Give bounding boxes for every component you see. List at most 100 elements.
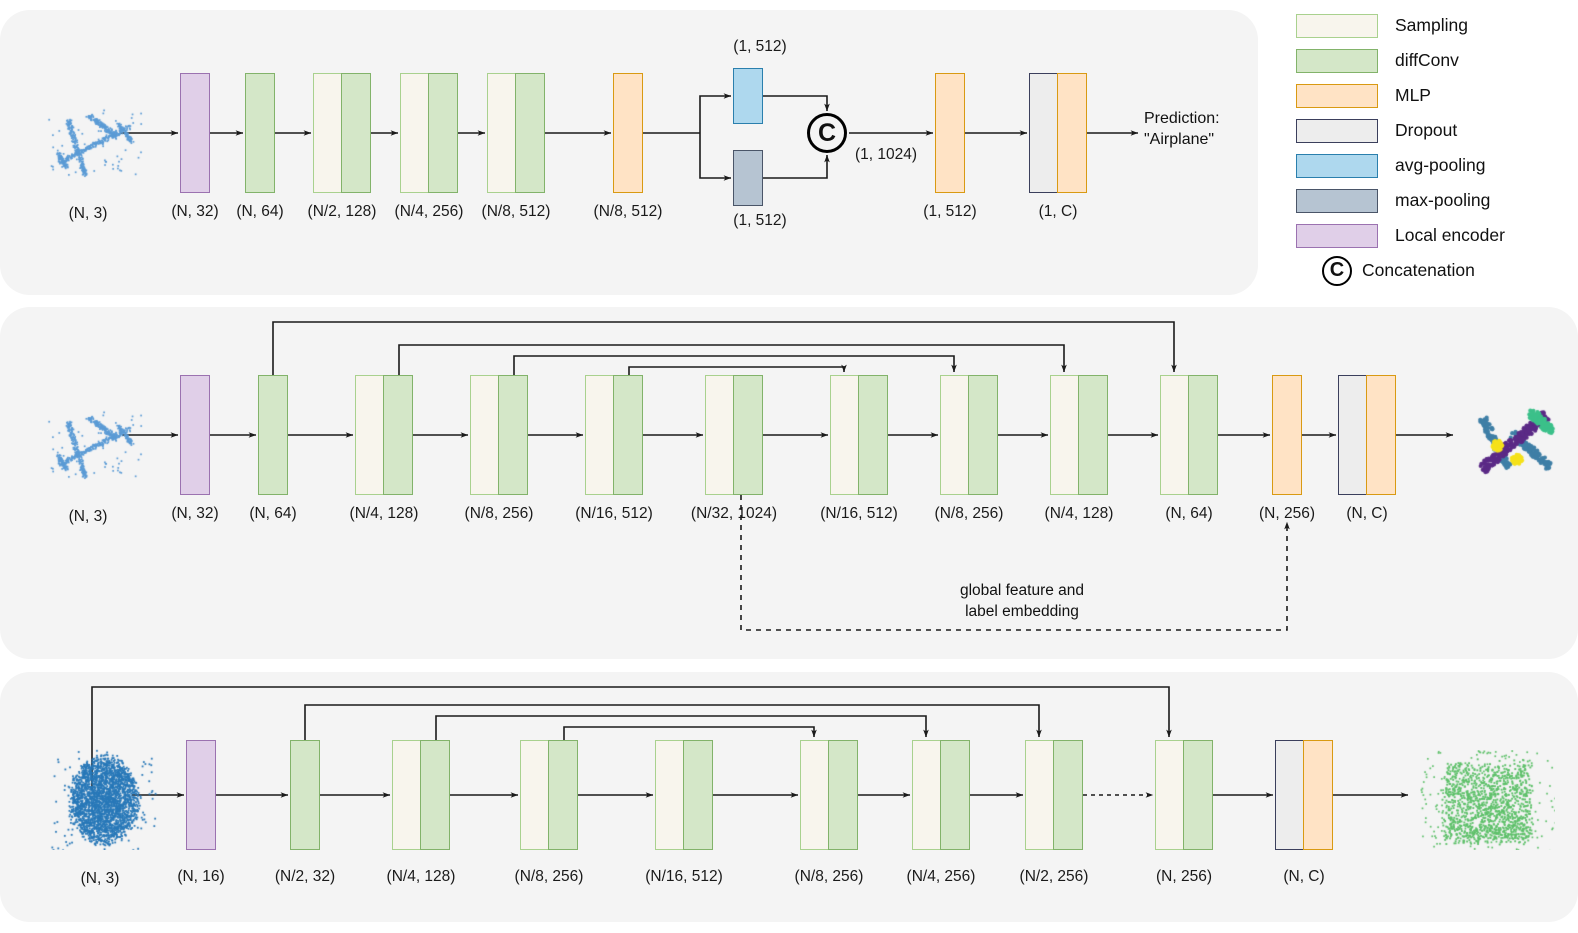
legend: Sampling diffConv MLP Dropout avg-poolin… — [1296, 8, 1576, 288]
legend-label-max-pooling: max-pooling — [1395, 190, 1491, 210]
legend-item-concatenation: C Concatenation — [1296, 253, 1576, 288]
row3-block-label-2: (N/4, 128) — [386, 868, 456, 885]
block-segment-diffconv — [1183, 740, 1214, 850]
block-segment-diffconv — [733, 375, 764, 495]
row1-block-label-0: (N, 32) — [171, 203, 219, 220]
row3-block-label-9: (N, C) — [1283, 868, 1325, 885]
output-segmented-airplane — [1460, 390, 1570, 495]
row2-block-label-1: (N, 64) — [249, 505, 297, 522]
row3-block-6 — [912, 740, 971, 850]
row1-block-label-5: (N/8, 512) — [593, 203, 663, 220]
row3-block-label-3: (N/8, 256) — [514, 868, 584, 885]
row1-block-label-4: (N/8, 512) — [481, 203, 551, 220]
block-segment-diffconv — [498, 375, 529, 495]
row1-block-label-1: (N, 64) — [236, 203, 284, 220]
row2-block-9 — [1160, 375, 1219, 495]
block-segment-diffconv — [683, 740, 714, 850]
row2-block-label-9: (N, 64) — [1165, 505, 1213, 522]
legend-swatch-dropout — [1296, 118, 1378, 143]
prediction-text: Prediction: "Airplane" — [1144, 108, 1220, 150]
row1-avg-pooling-block — [733, 68, 763, 124]
row3-input-label: (N, 3) — [80, 870, 120, 887]
block-segment-diffconv — [515, 73, 546, 193]
row1-max-pooling-block — [733, 150, 763, 206]
block-segment-sampling — [705, 375, 735, 495]
block-segment-dropout — [1338, 375, 1368, 495]
row2-block-label-2: (N/4, 128) — [349, 505, 419, 522]
prediction-line-2: "Airplane" — [1144, 131, 1215, 148]
block-segment-sampling — [655, 740, 685, 850]
block-segment-local — [180, 73, 210, 193]
row1-block-label-2: (N/2, 128) — [307, 203, 377, 220]
row1-block-5 — [613, 73, 643, 193]
row2-block-label-4: (N/16, 512) — [575, 505, 653, 522]
row1-tail-block-1 — [1029, 73, 1088, 193]
row1-block-3 — [400, 73, 459, 193]
row2-block-10 — [1272, 375, 1302, 495]
block-segment-diffconv — [1188, 375, 1219, 495]
block-segment-diffconv — [428, 73, 459, 193]
row2-block-3 — [470, 375, 529, 495]
block-segment-sampling — [392, 740, 422, 850]
row1-concat-label: (1, 1024) — [854, 146, 918, 163]
block-segment-mlp — [1303, 740, 1334, 850]
row3-block-5 — [800, 740, 859, 850]
block-segment-mlp — [1057, 73, 1088, 193]
prediction-line-1: Prediction: — [1144, 110, 1220, 127]
block-segment-mlp — [1366, 375, 1397, 495]
row3-block-9 — [1275, 740, 1334, 850]
row3-block-1 — [290, 740, 320, 850]
legend-label-sampling: Sampling — [1395, 15, 1468, 35]
row1-tail-block-label-0: (1, 512) — [923, 203, 977, 220]
block-segment-sampling — [1025, 740, 1055, 850]
input-point-cloud-row1 — [30, 88, 165, 193]
row2-block-label-11: (N, C) — [1346, 505, 1388, 522]
block-segment-local — [186, 740, 216, 850]
row3-block-3 — [520, 740, 579, 850]
row1-input-label: (N, 3) — [68, 205, 108, 222]
row1-block-2 — [313, 73, 372, 193]
row2-block-2 — [355, 375, 414, 495]
row2-block-label-10: (N, 256) — [1259, 505, 1315, 522]
row3-block-8 — [1155, 740, 1214, 850]
block-segment-sampling — [520, 740, 550, 850]
block-segment-sampling — [355, 375, 385, 495]
legend-swatch-avg-pooling — [1296, 153, 1378, 178]
row3-block-label-4: (N/16, 512) — [645, 868, 723, 885]
legend-label-avg-pooling: avg-pooling — [1395, 155, 1486, 175]
legend-item-local-encoder: Local encoder — [1296, 218, 1576, 253]
block-segment-local — [180, 375, 210, 495]
row2-block-8 — [1050, 375, 1109, 495]
block-segment-diffconv — [1053, 740, 1084, 850]
legend-label-diffconv: diffConv — [1395, 50, 1459, 70]
legend-item-dropout: Dropout — [1296, 113, 1576, 148]
block-segment-sampling — [800, 740, 830, 850]
legend-swatch-mlp — [1296, 83, 1378, 108]
legend-swatch-diffconv — [1296, 48, 1378, 73]
row2-block-label-0: (N, 32) — [171, 505, 219, 522]
row2-input-label: (N, 3) — [68, 508, 108, 525]
output-segmented-scene — [1420, 750, 1555, 850]
block-segment-sampling — [912, 740, 942, 850]
row1-block-label-3: (N/4, 256) — [394, 203, 464, 220]
block-segment-sampling — [1160, 375, 1190, 495]
block-segment-diffconv — [383, 375, 414, 495]
row2-block-1 — [258, 375, 288, 495]
row1-block-1 — [245, 73, 275, 193]
row3-block-label-1: (N/2, 32) — [274, 868, 336, 885]
legend-item-diffconv: diffConv — [1296, 43, 1576, 78]
row2-block-7 — [940, 375, 999, 495]
row1-block-0 — [180, 73, 210, 193]
block-segment-diffconv — [548, 740, 579, 850]
legend-swatch-sampling — [1296, 13, 1378, 38]
block-segment-diffconv — [258, 375, 288, 495]
input-point-cloud-row2 — [30, 390, 165, 495]
row3-block-4 — [655, 740, 714, 850]
row2-block-label-6: (N/16, 512) — [820, 505, 898, 522]
row2-block-5 — [705, 375, 764, 495]
row3-block-0 — [186, 740, 216, 850]
legend-swatch-max-pooling — [1296, 188, 1378, 213]
global-feature-note-line-1: global feature and — [959, 582, 1085, 599]
row3-block-label-8: (N, 256) — [1156, 868, 1212, 885]
panel-scene-segmentation — [0, 672, 1578, 922]
